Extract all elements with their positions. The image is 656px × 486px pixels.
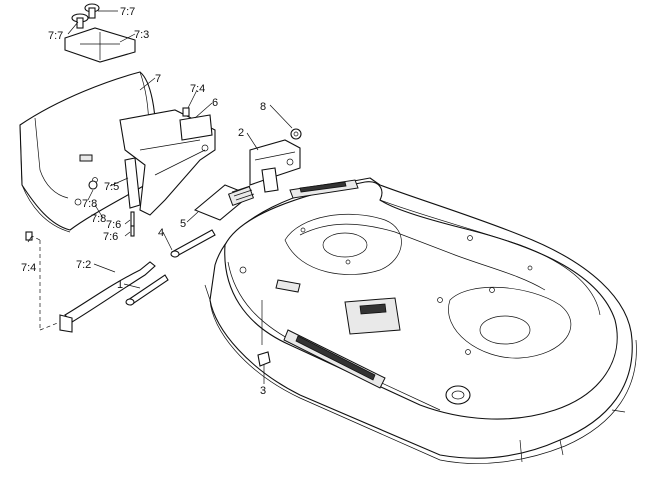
callout-6: 6 — [212, 97, 218, 109]
callout-5: 5 — [180, 218, 186, 230]
hardware — [25, 107, 302, 367]
bracket-2 — [249, 139, 301, 193]
pivot-rod-4 — [170, 229, 216, 258]
callout-7-8-b: 7:8 — [91, 213, 106, 225]
callout-7-2: 7:2 — [76, 259, 91, 271]
callout-7-3: 7:3 — [134, 29, 149, 41]
callout-7: 7 — [155, 73, 161, 85]
callout-7-4-lower: 7:4 — [21, 262, 36, 274]
callout-7-4-top: 7:4 — [190, 83, 205, 95]
mower-deck — [204, 177, 637, 464]
callout-7-7-left: 7:7 — [48, 30, 63, 42]
leader-lines — [27, 10, 293, 384]
callout-4: 4 — [158, 227, 164, 239]
callout-7-7-top: 7:7 — [120, 6, 135, 18]
callout-7-6-a: 7:6 — [106, 219, 121, 231]
deflector-shield-7 — [19, 71, 157, 330]
callout-7-5: 7:5 — [104, 181, 119, 193]
callout-7-8-a: 7:8 — [82, 198, 97, 210]
pin-1 — [125, 274, 169, 306]
mount-bracket-6 — [119, 109, 216, 216]
callout-8: 8 — [260, 101, 266, 113]
callout-labels: 7:7 7:7 7:3 7 7:4 6 8 2 7:5 7:8 7:8 7:6 … — [21, 6, 266, 397]
part-5 — [193, 184, 255, 221]
callout-1: 1 — [117, 279, 123, 291]
callout-2: 2 — [238, 127, 244, 139]
rod-7-2 — [39, 261, 156, 333]
callout-3: 3 — [260, 385, 266, 397]
callout-7-6-b: 7:6 — [103, 231, 118, 243]
